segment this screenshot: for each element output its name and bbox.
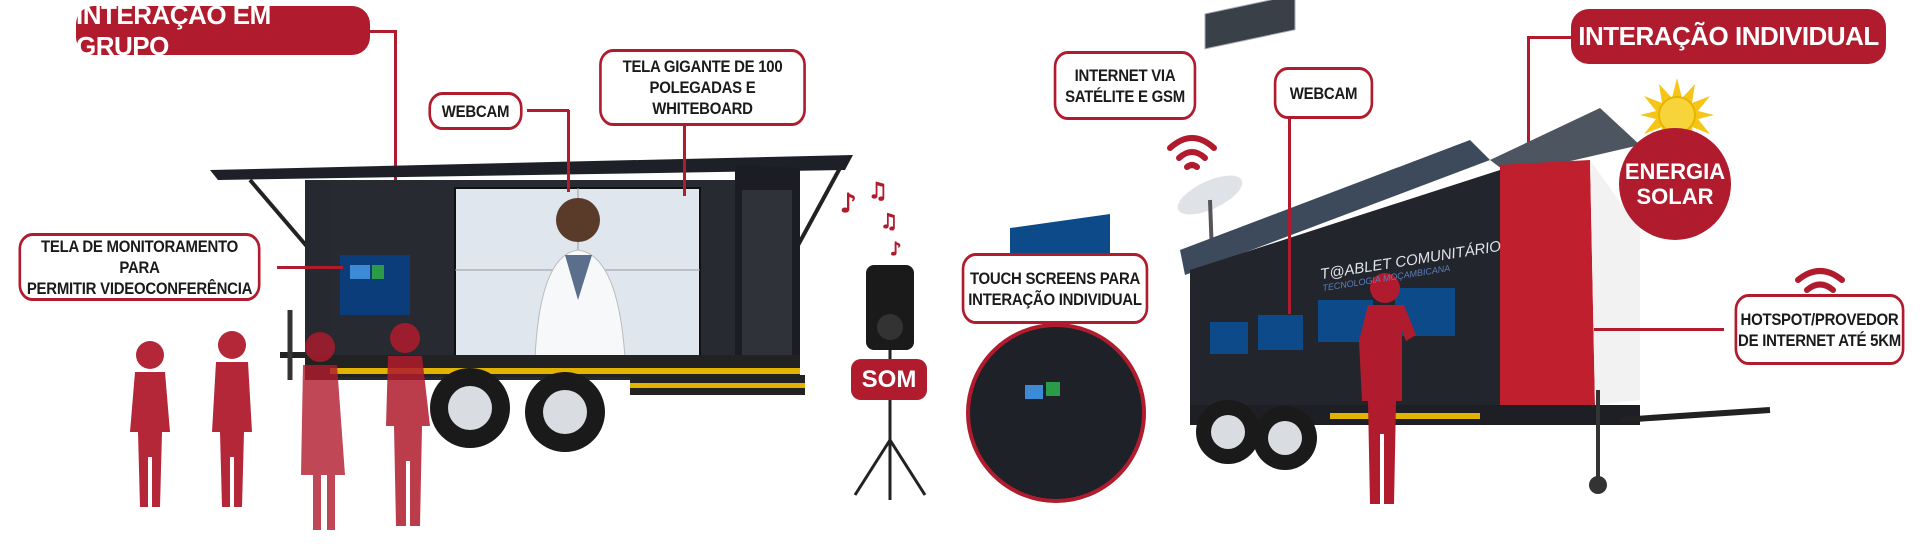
person-silhouette [130,341,170,507]
webcam-label-group: WEBCAM [428,92,523,130]
group-title-text: INTERAÇÃO EM GRUPO [76,0,271,61]
svg-text:♪: ♪ [840,189,857,219]
connector-line [1527,36,1571,39]
touch-text-line1: TOUCH SCREENS PARA [969,268,1141,288]
connector-line [394,30,397,230]
sound-text: SOM [861,365,917,393]
person-silhouette [301,332,345,530]
connector-line [527,109,569,112]
internet-text-line2: SATÉLITE E GSM [1065,86,1185,106]
connector-line [370,30,396,33]
internet-text-line1: INTERNET VIA [1074,65,1176,85]
group-interaction-title: INTERAÇÃO EM GRUPO [76,0,370,61]
solar-energy-badge: ENERGIA SOLAR [1619,128,1731,240]
person-silhouette [386,323,430,526]
webcam-label-individual: WEBCAM [1273,67,1374,119]
svg-text:♫: ♫ [880,209,898,233]
webcam-text: WEBCAM [1289,83,1358,103]
connector-line [1594,328,1724,331]
internet-satellite-label: INTERNET VIA SATÉLITE E GSM [1053,51,1197,120]
person-silhouette [212,331,252,507]
solar-text-line1: ENERGIA [1624,159,1726,184]
hotspot-text-line1: HOTSPOT/PROVEDOR [1740,309,1899,329]
person-silhouette [1359,273,1416,504]
svg-text:♫: ♫ [868,179,888,204]
solar-text-line2: SOLAR [1636,184,1714,209]
wifi-icon [1167,135,1217,170]
webcam-text: WEBCAM [441,101,510,121]
connector-line [1288,119,1291,314]
monitor-screen-text-line1: TELA DE MONITORAMENTO PARA [41,236,238,277]
giant-screen-label: TELA GIGANTE DE 100 POLEGADAS E WHITEBOA… [599,49,806,126]
music-notes-icon: ♪ ♫ ♫ ♪ [840,179,903,261]
individual-title-text: INTERAÇÃO INDIVIDUAL [1578,21,1879,51]
giant-screen-text-line2: POLEGADAS E WHITEBOARD [649,78,756,118]
touch-screens-label: TOUCH SCREENS PARA INTERAÇÃO INDIVIDUAL [961,253,1149,324]
hotspot-text-line2: DE INTERNET ATÉ 5KM [1738,330,1901,350]
connector-line [277,266,343,269]
hotspot-label: HOTSPOT/PROVEDOR DE INTERNET ATÉ 5KM [1734,294,1905,365]
connector-line [1527,36,1530,156]
svg-text:♪: ♪ [890,239,902,260]
monitor-screen-text-line2: PERMITIR VIDEOCONFERÊNCIA [26,278,253,298]
individual-interaction-title: INTERAÇÃO INDIVIDUAL [1571,9,1886,64]
monitor-screen-label: TELA DE MONITORAMENTO PARA PERMITIR VIDE… [18,233,261,301]
giant-screen-text-line1: TELA GIGANTE DE 100 [622,57,783,76]
touch-text-line2: INTERAÇÃO INDIVIDUAL [968,289,1142,309]
sound-label: SOM [851,359,927,400]
connector-line [567,110,570,192]
connector-line [683,126,686,196]
